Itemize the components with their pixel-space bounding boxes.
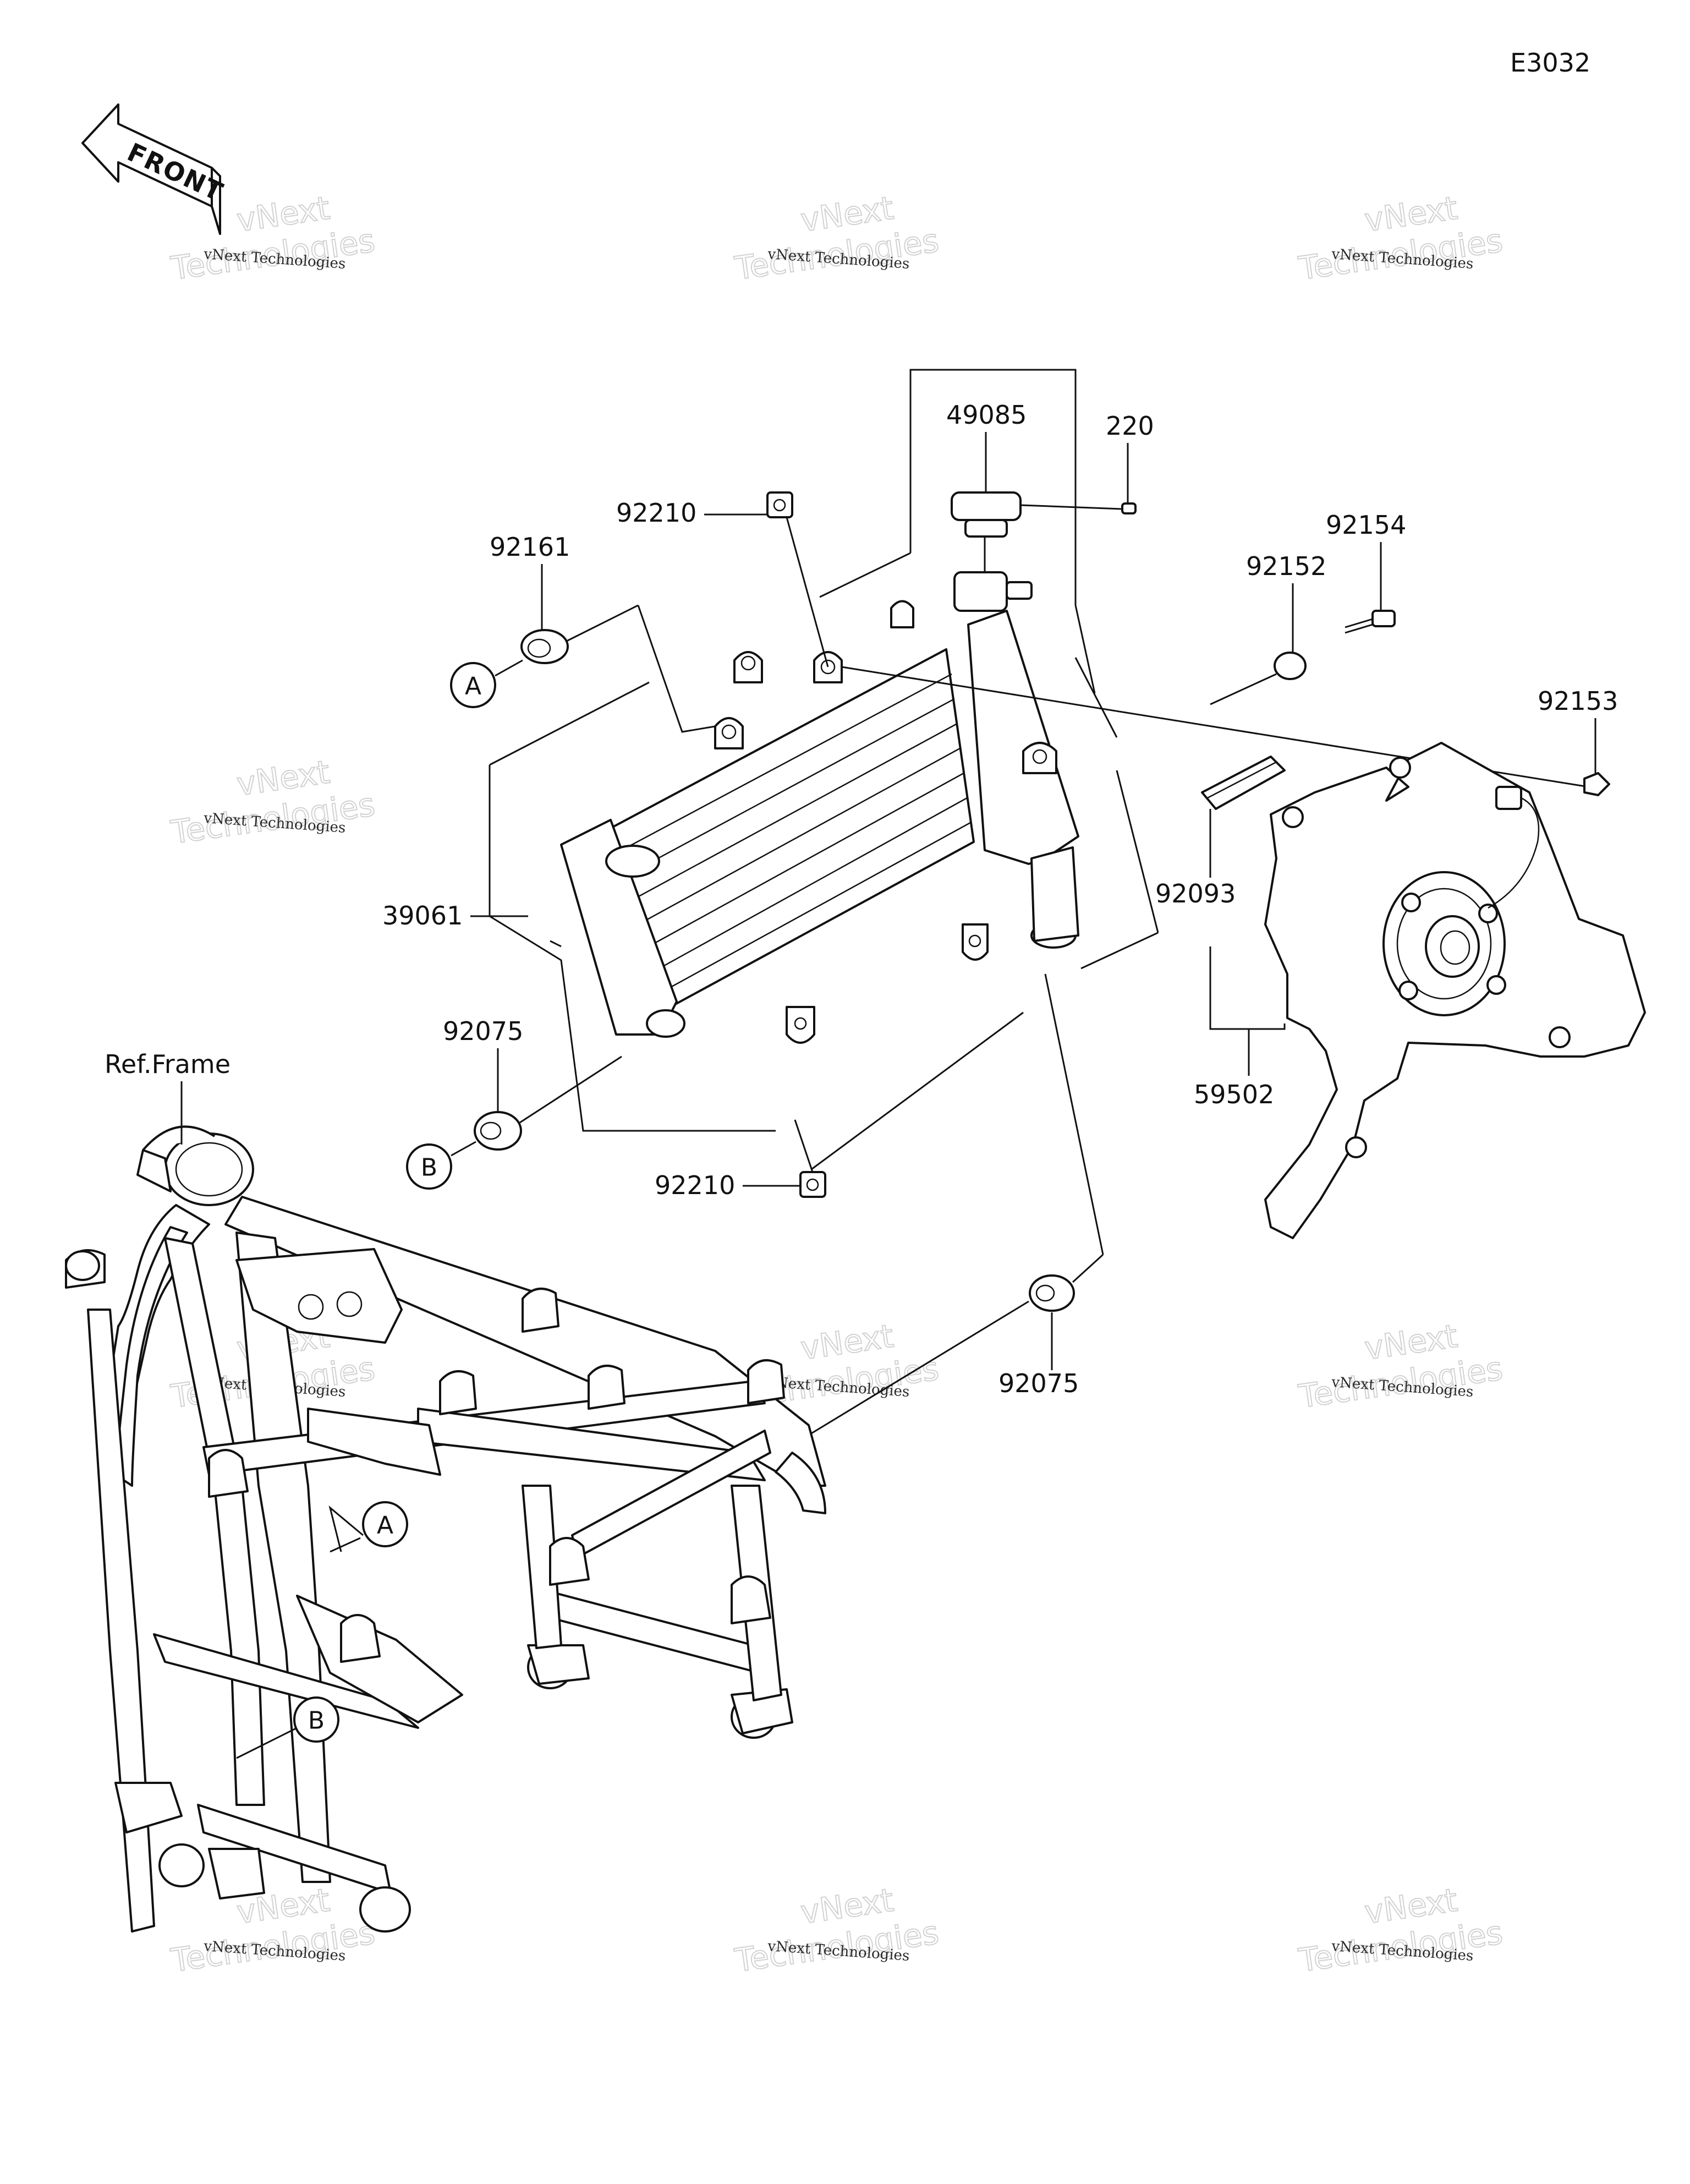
watermark: vNext Technologies [1296, 1317, 1505, 1416]
leader-line [236, 1727, 298, 1759]
svg-text:B: B [421, 1154, 437, 1182]
part-number-92161: 92161 [490, 532, 570, 562]
bolt-92154 [1345, 610, 1396, 634]
grommet-92075-left [474, 1055, 622, 1151]
part-number-92210-top: 92210 [616, 498, 696, 528]
part-number-92093: 92093 [1155, 879, 1236, 908]
part-number-92075-right: 92075 [998, 1369, 1079, 1398]
radiator-group-lines [489, 369, 1159, 1170]
watermark: vNext Technologies [168, 753, 377, 852]
part-number-92075-left: 92075 [443, 1016, 523, 1046]
watermark: vNext Technologies [168, 1881, 377, 1980]
svg-text:A: A [465, 672, 481, 700]
leader-line [328, 1505, 364, 1552]
collar-92210-top [766, 491, 829, 667]
grommet-92161 [520, 604, 716, 733]
part-number-92153: 92153 [1538, 686, 1618, 716]
svg-text:A: A [377, 1512, 393, 1540]
svg-text:B: B [308, 1707, 325, 1735]
leader-line [330, 1537, 361, 1553]
diagram-code: E3032 [1510, 48, 1590, 78]
fan-shroud-59502 [1264, 742, 1646, 1239]
ref-frame-label: Ref.Frame [105, 1049, 231, 1079]
collar-92152 [1210, 652, 1307, 705]
frame [65, 1125, 826, 1933]
part-number-92152: 92152 [1246, 551, 1326, 581]
callout-a-top: A [450, 659, 523, 708]
callout-a-frame: A [362, 1501, 408, 1547]
part-number-92154: 92154 [1326, 510, 1406, 540]
watermark: vNext Technologies [732, 189, 941, 288]
part-number-49085: 49085 [946, 400, 1027, 430]
part-number-220: 220 [1106, 411, 1154, 441]
seal-92093 [1201, 756, 1286, 878]
front-arrow-icon: FRONT [81, 103, 228, 235]
watermark: vNext Technologies [1296, 189, 1505, 288]
screw-220 [1121, 502, 1137, 514]
radiator-cap-49085 [951, 491, 1123, 572]
part-number-92210-bottom: 92210 [655, 1170, 735, 1200]
radiator-core [560, 571, 1079, 1044]
bracket-lines-59502 [1209, 946, 1286, 1076]
collar-92210-bottom [794, 1119, 826, 1198]
bolt-92153 [1583, 772, 1610, 796]
callout-b-frame: B [293, 1696, 339, 1743]
callout-b-top: B [406, 1141, 476, 1190]
part-number-59502: 59502 [1194, 1080, 1274, 1109]
watermark: vNext Technologies [1296, 1881, 1505, 1980]
part-number-39061: 39061 [382, 901, 463, 930]
grommet-92075-right [797, 973, 1104, 1443]
watermark: vNext Technologies [732, 1881, 941, 1980]
